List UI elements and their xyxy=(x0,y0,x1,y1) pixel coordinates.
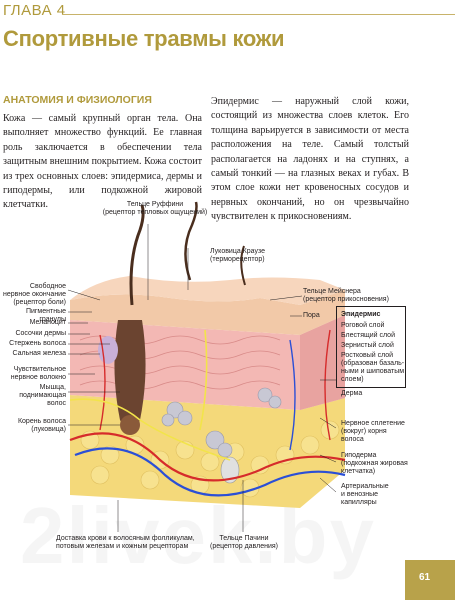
label-pigment: Пигментные гранулы xyxy=(25,308,66,323)
label-melanocyte: Меланоцит xyxy=(29,319,66,326)
label-horny: Роговой слой xyxy=(341,322,385,329)
watermark: 2livek.by xyxy=(20,490,376,582)
chapter-header: ГЛАВА 4 xyxy=(0,0,455,22)
label-granular: Зернистый слой xyxy=(341,342,394,349)
leader-lines xyxy=(67,224,337,532)
label-lucid: Блестящий слой xyxy=(341,332,395,339)
label-basal: Ростковый слой (образован базаль- ными и… xyxy=(341,352,405,383)
pacini-corpuscle xyxy=(220,456,240,484)
sweat-glands xyxy=(161,387,282,458)
label-arrector: Мышца, поднимающая волос xyxy=(19,384,66,407)
label-hair-shaft: Стержень волоса xyxy=(9,340,66,347)
right-column: Эпидермис — наружный слой кожи, состоящи… xyxy=(211,95,409,225)
label-papilla: Сосочки дермы xyxy=(15,330,66,337)
label-free-nerve: Свободное нервное окончание (рецептор бо… xyxy=(3,283,66,306)
label-meissner: Тельце Мейснера (рецептор прикосновения) xyxy=(303,288,389,303)
page-number-tab: 61 xyxy=(405,560,455,600)
page-number: 61 xyxy=(419,572,431,583)
chapter-rule xyxy=(62,14,455,15)
label-dermis: Дерма xyxy=(341,390,363,397)
label-pacini: Тельце Пачини (рецептор давления) xyxy=(209,535,278,550)
hair-bulb xyxy=(120,415,140,435)
section-heading: АНАТОМИЯ И ФИЗИОЛОГИЯ xyxy=(3,94,152,106)
label-epidermis: Эпидермис xyxy=(341,311,381,318)
page-title: Спортивные травмы кожи xyxy=(3,26,285,51)
nerve-fibers xyxy=(69,329,231,461)
label-pore: Пора xyxy=(303,312,320,319)
label-hair-root: Корень волоса (луковица) xyxy=(17,418,66,433)
hair-shaft-1 xyxy=(129,204,145,306)
label-sebaceous: Сальная железа xyxy=(12,350,66,357)
left-paragraph: Кожа — самый крупный орган тела. Она вып… xyxy=(3,113,202,211)
skin-anatomy-illustration xyxy=(67,201,346,532)
chapter-label: ГЛАВА 4 xyxy=(3,2,66,19)
label-vessels: Артериальные и венозные капилляры xyxy=(341,483,389,506)
label-blood-supply: Доставка крови к волосяным фолликулам, п… xyxy=(56,535,195,550)
epidermis-legend-box: Эпидермис Роговой слой Блестящий слой Зе… xyxy=(336,306,406,388)
label-sensory-nerve: Чувствительное нервное волокно xyxy=(10,366,66,381)
epidermis-top xyxy=(70,276,345,305)
hair-follicle xyxy=(114,320,146,430)
left-column: Кожа — самый крупный орган тела. Она вып… xyxy=(3,112,202,213)
hair-shaft-3 xyxy=(240,245,246,286)
label-krause: Луковица Краузе (терморецептор) xyxy=(210,248,265,263)
dermis-side xyxy=(300,315,345,410)
label-nerve-plexus: Нервное сплетение (вокруг) корня волоса xyxy=(341,420,405,443)
label-hypodermis: Гиподерма (подкожная жировая клетчатка) xyxy=(341,452,408,475)
hair-shaft-2 xyxy=(184,201,198,281)
label-ruffini: Тельце Руффини (рецептор тепловых ощущен… xyxy=(102,201,208,216)
right-paragraph: Эпидермис — наружный слой кожи, состоящи… xyxy=(211,96,409,223)
